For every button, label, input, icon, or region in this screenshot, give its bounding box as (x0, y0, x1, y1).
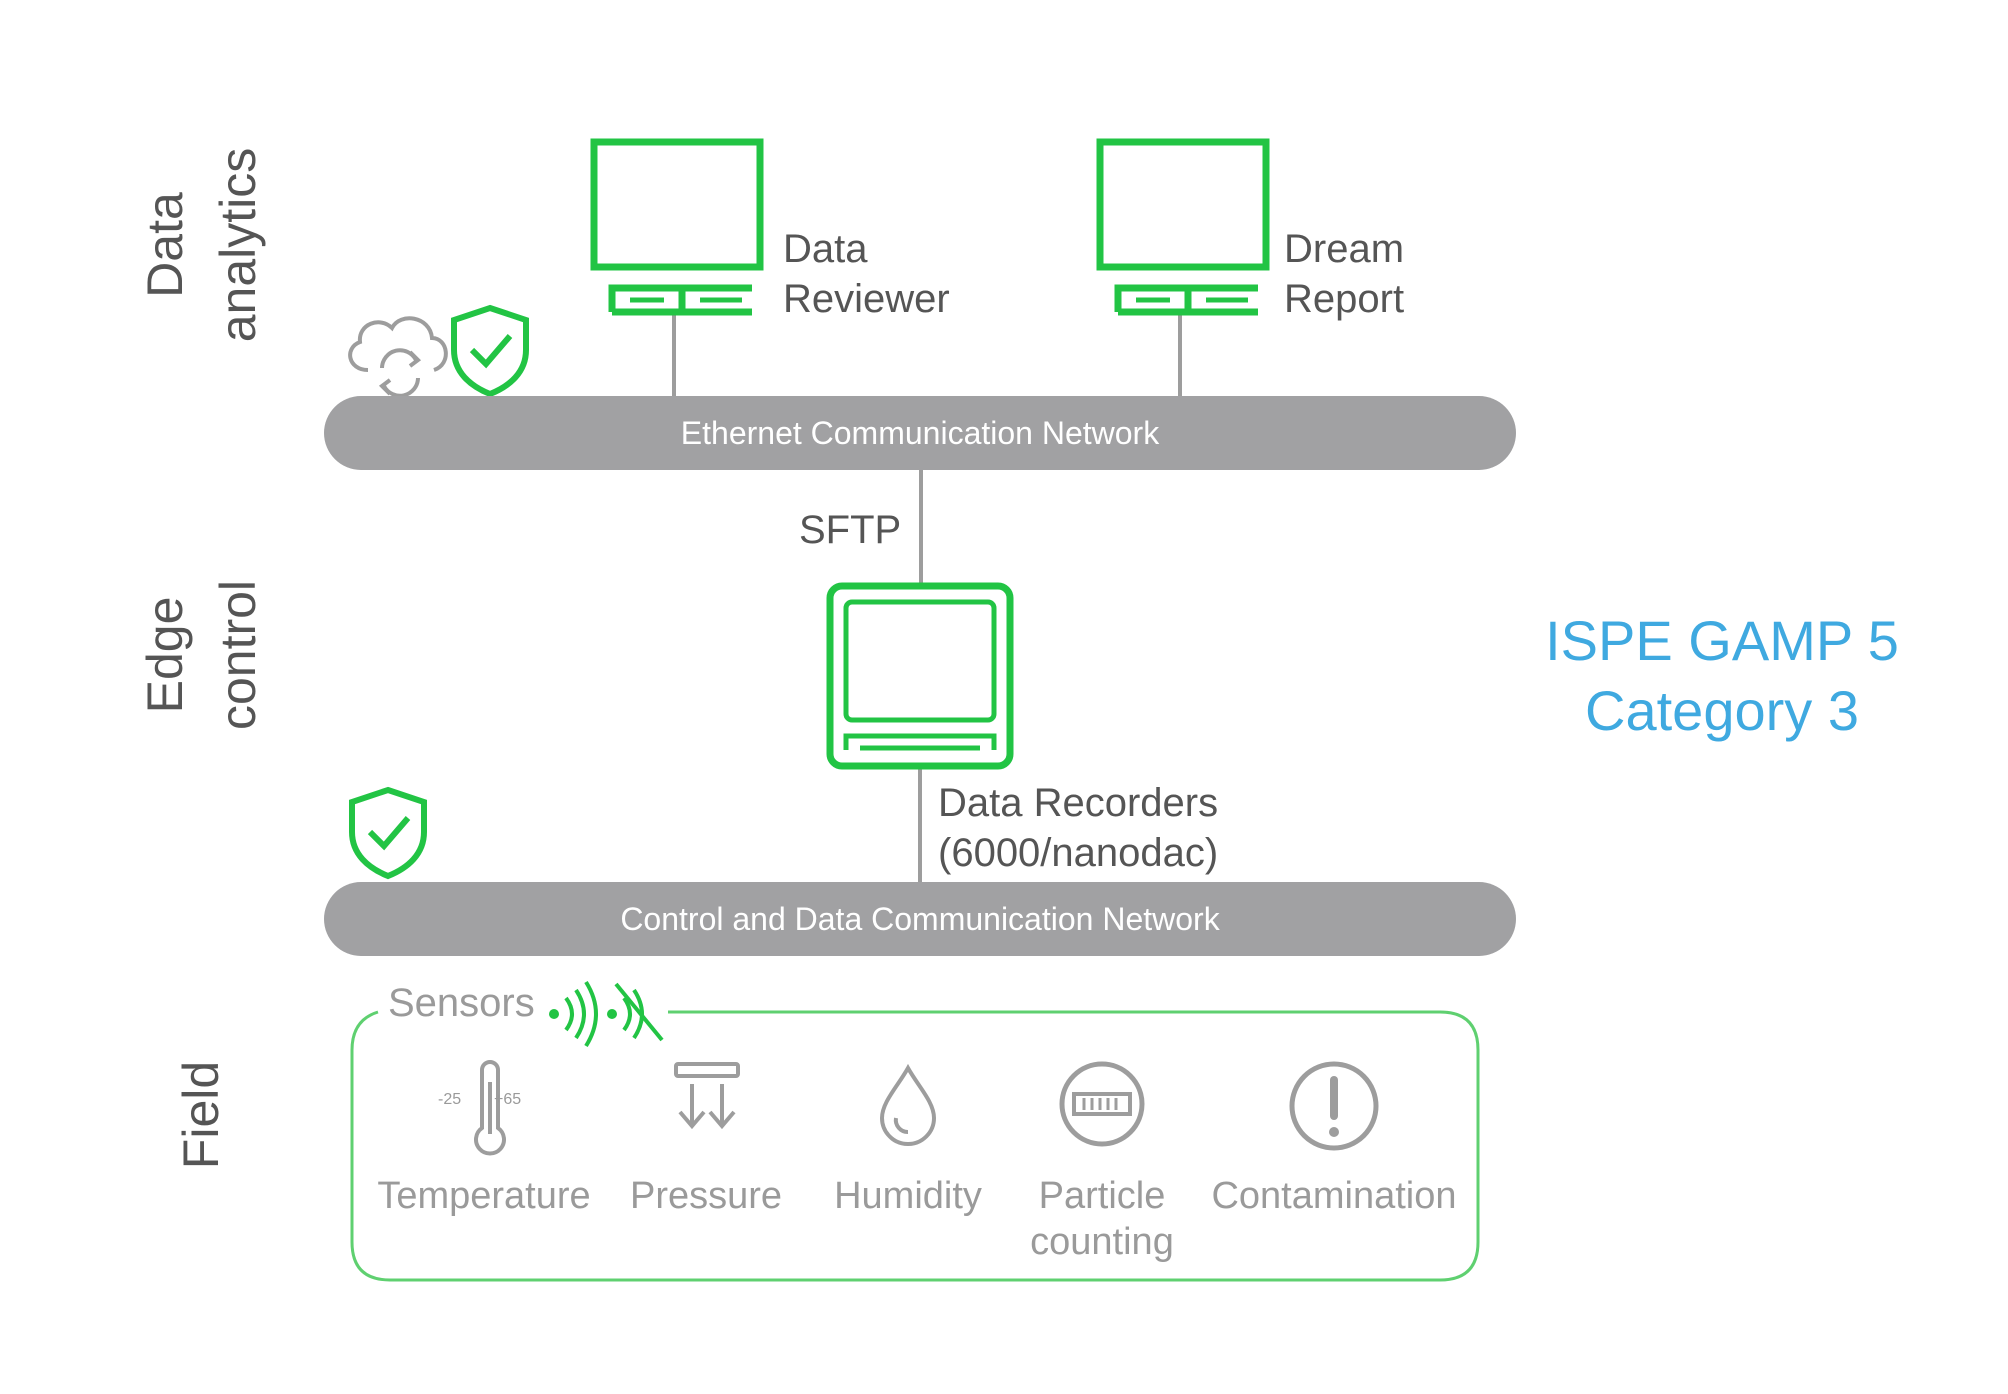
app-label-dream-report-line1: Dream (1284, 227, 1404, 271)
cloud-sync-icon (348, 316, 448, 398)
data-recorder-icon (826, 582, 1014, 770)
layer-label-data-analytics: Data analytics (137, 148, 266, 343)
control-network: Control and Data Communication Network (324, 882, 1516, 956)
layer-label-edge-control: Edge control (137, 580, 266, 730)
app-label-data-reviewer-line1: Data (783, 227, 868, 271)
app-label-data-reviewer: Data Reviewer (783, 227, 950, 321)
compliance-label-line1: ISPE GAMP 5 (1545, 609, 1899, 672)
sensor-label-temperature: Temperature (377, 1175, 590, 1217)
sensor-contamination: Contamination (1211, 1061, 1457, 1217)
layer-label-data-analytics-line2: analytics (210, 148, 266, 343)
protocol-label: SFTP (799, 508, 901, 552)
sensor-label-contamination: Contamination (1211, 1175, 1456, 1217)
sensor-label-particle: Particle counting (1030, 1175, 1174, 1263)
sensor-humidity: Humidity (834, 1063, 982, 1217)
sensors-title: Sensors (388, 981, 535, 1025)
ethernet-network-label: Ethernet Communication Network (681, 415, 1160, 451)
sensor-label-particle-line2: counting (1030, 1221, 1174, 1263)
layer-label-field: Field (173, 1061, 229, 1169)
sensor-temperature: -25 +65 Temperature (377, 1060, 591, 1217)
app-label-dream-report-line2: Report (1284, 277, 1404, 321)
droplet-icon (879, 1063, 937, 1146)
monitor-icon (1096, 138, 1270, 316)
shield-check-icon (451, 304, 529, 398)
app-label-dream-report: Dream Report (1284, 227, 1404, 321)
ethernet-network: Ethernet Communication Network (324, 396, 1516, 470)
temperature-range-max: +65 (494, 1091, 521, 1108)
particle-counter-icon (1059, 1061, 1145, 1147)
sensor-particle-counting: Particle counting (1030, 1061, 1174, 1263)
recorder-label-line1: Data Recorders (938, 781, 1218, 825)
control-network-label: Control and Data Communication Network (620, 901, 1220, 937)
temperature-range-min: -25 (438, 1091, 461, 1108)
app-label-data-reviewer-line2: Reviewer (783, 277, 950, 321)
wireless-icon (549, 980, 598, 1048)
alert-icon (1289, 1061, 1379, 1151)
compliance-label-line2: Category 3 (1585, 679, 1859, 742)
sensor-label-particle-line1: Particle (1039, 1175, 1166, 1217)
recorder-label-line2: (6000/nanodac) (938, 831, 1218, 875)
recorder-label: Data Recorders (6000/nanodac) (938, 781, 1218, 875)
pressure-icon (674, 1062, 740, 1130)
sensor-pressure: Pressure (630, 1062, 782, 1217)
wireless-off-icon (607, 982, 664, 1042)
layer-label-edge-control-line2: control (210, 580, 266, 730)
layer-label-edge-control-line1: Edge (137, 597, 193, 714)
sensor-label-humidity: Humidity (834, 1175, 982, 1217)
sensors-panel: Sensors -25 +65 Temperature Pre (350, 980, 1480, 1282)
layer-label-data-analytics-line1: Data (137, 192, 193, 298)
shield-check-icon (349, 786, 427, 880)
compliance-label: ISPE GAMP 5 Category 3 (1545, 609, 1899, 742)
thermometer-icon (474, 1060, 506, 1156)
sensor-label-pressure: Pressure (630, 1175, 782, 1217)
monitor-icon (590, 138, 764, 316)
